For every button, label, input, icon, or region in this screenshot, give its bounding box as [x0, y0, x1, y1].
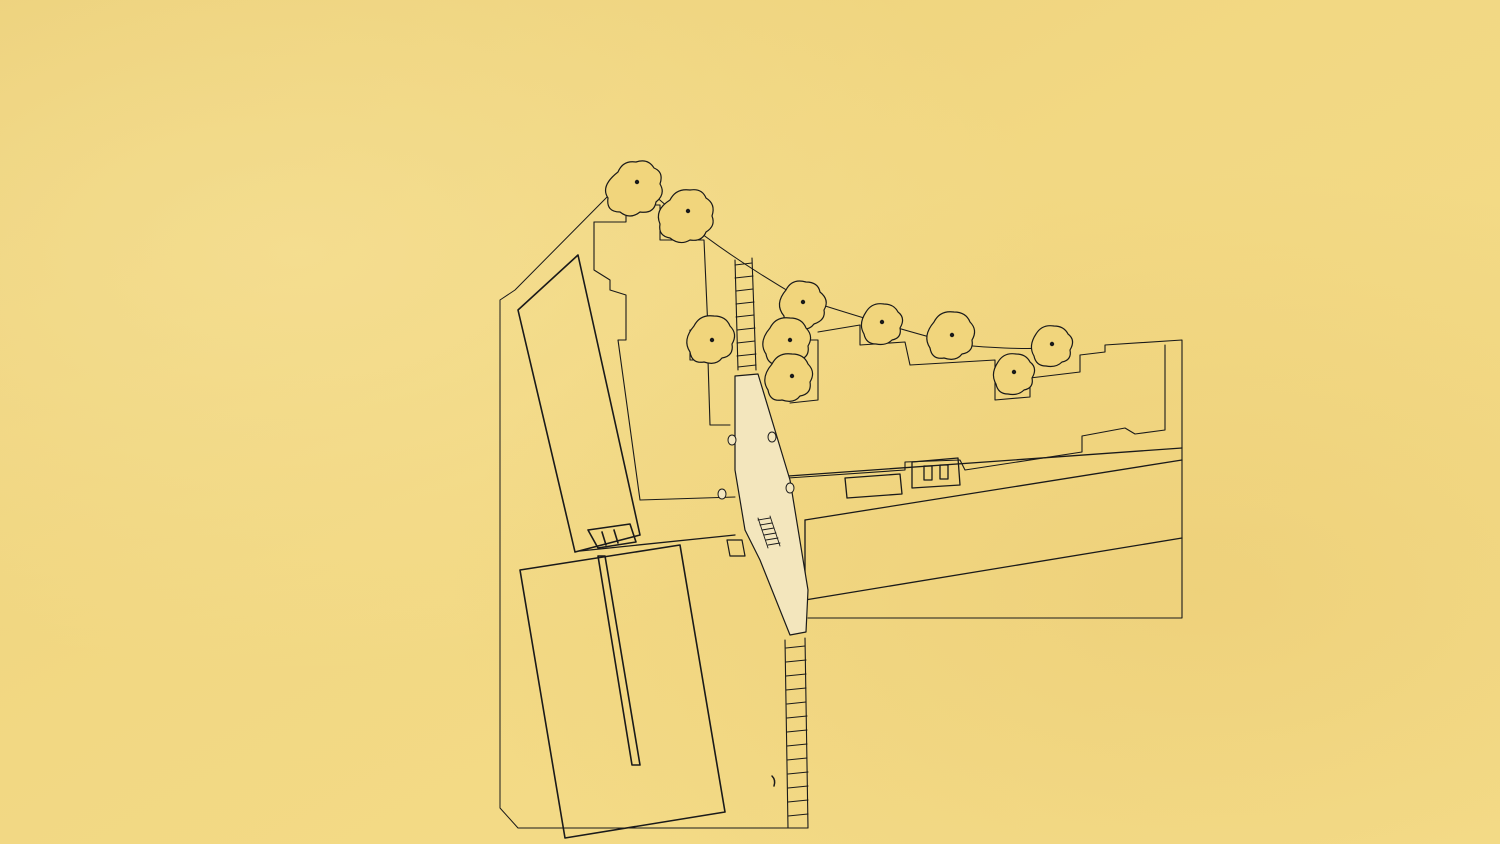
tree-9: [1030, 325, 1074, 368]
west-building: [517, 254, 641, 553]
staircase-icon: [757, 515, 781, 549]
tree-2: [657, 189, 714, 244]
planter-rect: [844, 473, 903, 499]
tree-3: [686, 315, 736, 364]
service-block-east: [911, 457, 961, 489]
central-walkway: [726, 373, 809, 636]
tree-7: [860, 303, 904, 346]
southwest-building: [519, 544, 726, 839]
ink-mark: [771, 775, 776, 787]
tree-10: [992, 353, 1036, 396]
tree-1: [605, 160, 663, 217]
tree-8: [926, 311, 976, 360]
walkway-icon-south: [784, 637, 809, 829]
tree-5: [762, 317, 812, 366]
tree-icon: [605, 160, 1074, 402]
tree-6: [764, 353, 814, 402]
lamp-posts: [717, 431, 795, 500]
walkway-icon: [734, 257, 757, 371]
